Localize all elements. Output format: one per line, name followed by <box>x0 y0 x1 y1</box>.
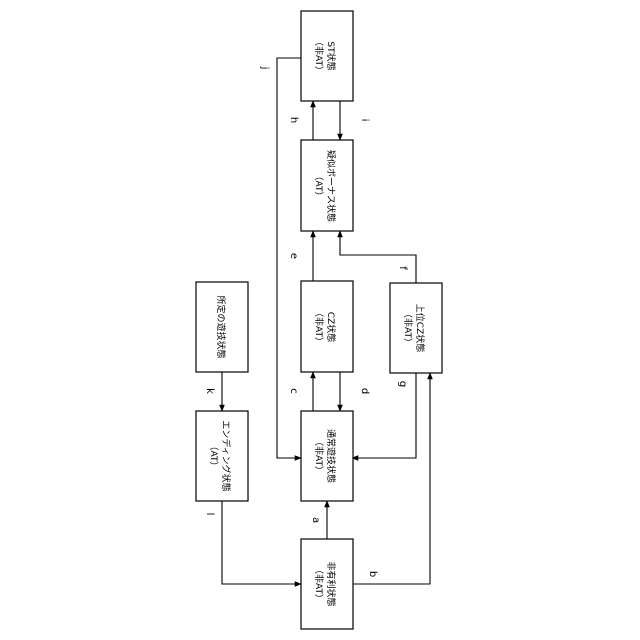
ending-state-title: エンディング状態 <box>220 420 232 491</box>
label-l: l <box>204 513 215 516</box>
ending-state-sub: （AT） <box>208 442 219 471</box>
upper-cz-state-sub: （非AT） <box>402 309 414 347</box>
non-favorable-state-title: 非有利状態 <box>325 561 337 606</box>
label-d: d <box>359 388 370 394</box>
predetermined-state-title: 所定の遊技状態 <box>215 295 227 358</box>
label-b: b <box>367 571 378 577</box>
label-k: k <box>204 388 215 394</box>
label-c: c <box>288 388 299 394</box>
arrow-b <box>353 373 430 584</box>
cz-state-title: CZ状態 <box>325 312 337 342</box>
upper-cz-state-title: 上位CZ状態 <box>414 304 426 352</box>
arrow-f <box>340 231 416 283</box>
normal-state-title: 通常遊技状態 <box>325 429 337 483</box>
pseudo-bonus-state-sub: （AT） <box>313 172 324 201</box>
label-j: j <box>259 66 270 70</box>
arrow-l <box>222 501 301 584</box>
non-favorable-state-sub: （非AT） <box>313 565 325 603</box>
label-i: i <box>359 119 370 122</box>
label-a: a <box>310 517 321 523</box>
label-e: e <box>288 253 299 259</box>
pseudo-bonus-state-title: 疑似ボーナス状態 <box>325 150 337 222</box>
cz-state-sub: （非AT） <box>313 308 325 346</box>
st-state-sub: （非AT） <box>313 37 325 75</box>
label-g: g <box>397 381 408 387</box>
label-f: f <box>397 266 408 270</box>
st-state-title: ST状態 <box>325 41 337 70</box>
normal-state-sub: （非AT） <box>313 437 325 475</box>
label-h: h <box>288 117 299 123</box>
